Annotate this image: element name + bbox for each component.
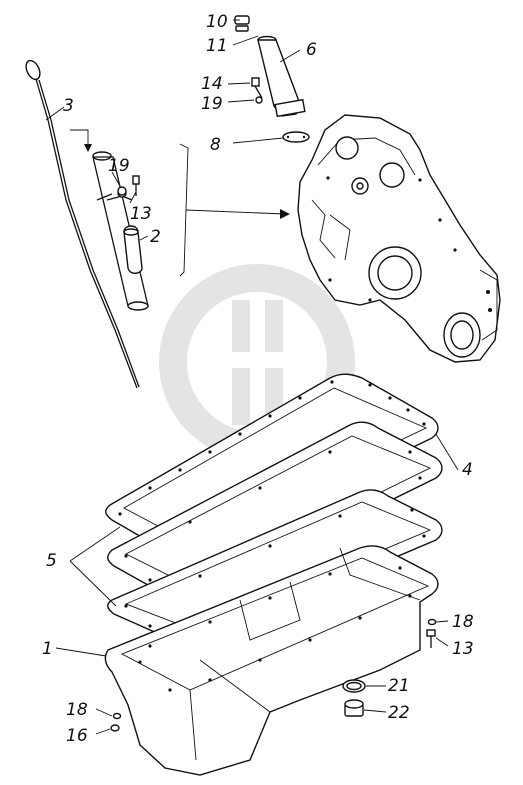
dipstick [25,59,140,389]
seal-ring-21 [342,679,366,693]
callout-11: 11 [206,36,228,56]
washer-18-left [112,712,122,720]
timing-gear-housing [297,114,501,363]
callout-10: 10 [206,12,228,32]
callout-13-left: 13 [130,204,152,224]
filler-cap [234,15,250,32]
washer-19-top [255,96,263,104]
callout-18-right: 18 [452,612,474,632]
callout-6: 6 [306,40,317,60]
callout-8: 8 [210,135,221,155]
leader-arrow [70,129,89,150]
callout-14: 14 [201,74,223,94]
oil-pan [104,545,439,776]
callout-2: 2 [150,227,161,247]
oil-filler-neck [257,35,306,118]
bolt-13-right [426,629,436,648]
washer-18-right [427,618,437,626]
callout-22: 22 [388,703,410,723]
watermark-logo [159,264,355,460]
callout-19-top: 19 [201,94,223,114]
drain-plug-22 [344,699,364,717]
gasket-8 [282,131,310,143]
callout-4: 4 [462,460,473,480]
bolt-13-left [132,175,140,196]
callout-21: 21 [388,676,410,696]
callout-13-right: 13 [452,639,474,659]
callout-3: 3 [63,96,74,116]
callout-1: 1 [42,639,53,659]
oil-pan-gasket-middle [107,421,443,601]
callout-5: 5 [46,551,57,571]
plug-16 [110,724,120,732]
callout-19-left: 19 [108,156,130,176]
bolt-14 [251,77,263,99]
callout-18-left: 18 [66,700,88,720]
callout-16: 16 [66,726,88,746]
breather-tube [123,225,143,274]
leader-lines [45,19,459,735]
bolt-19-left [117,186,127,196]
